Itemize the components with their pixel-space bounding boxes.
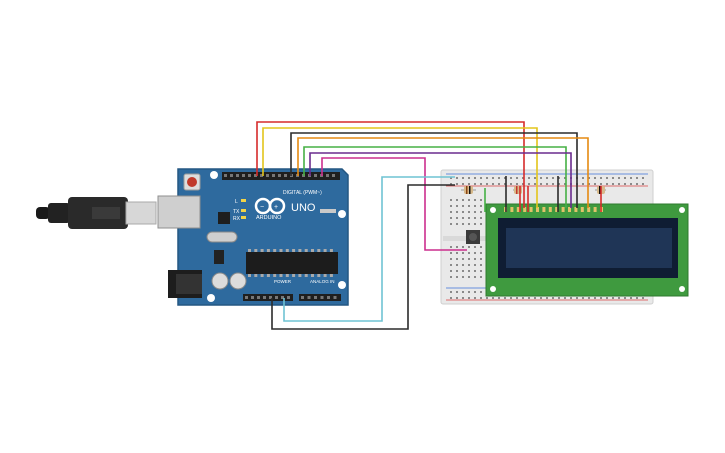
- power-header: [243, 294, 293, 301]
- header-pin: [278, 174, 281, 177]
- header-pin: [301, 296, 304, 299]
- header-pin: [251, 296, 254, 299]
- svg-text:+: +: [274, 204, 278, 211]
- lcd-pin: [529, 207, 533, 212]
- arduino-logo: − + ARDUINO UNO: [254, 197, 316, 221]
- header-pin: [327, 296, 330, 299]
- header-pin: [236, 174, 239, 177]
- header-pin: [257, 296, 260, 299]
- header-pin: [307, 296, 311, 299]
- header-pin: [245, 296, 248, 299]
- lcd-pin: [542, 207, 546, 212]
- led-label-rx: RX: [233, 216, 241, 222]
- header-pin: [272, 174, 275, 177]
- wires: [256, 121, 602, 330]
- lcd-screen: [506, 228, 672, 268]
- header-pin: [263, 296, 266, 299]
- arduino-text: ARDUINO: [256, 215, 282, 221]
- wire-black-gnd: [271, 184, 455, 330]
- lcd-display: [485, 203, 689, 297]
- lcd-pin: [555, 207, 559, 212]
- lcd-pin: [574, 207, 578, 212]
- resistor: [461, 186, 476, 194]
- header-pin: [260, 174, 263, 177]
- lcd-pin: [587, 207, 591, 212]
- usb-port: [157, 195, 201, 229]
- svg-text:−: −: [260, 204, 264, 211]
- lcd-pin: [548, 207, 552, 212]
- header-pin: [248, 174, 251, 177]
- power-jack: [168, 270, 202, 298]
- capacitor: [211, 272, 229, 290]
- lcd-pin: [580, 207, 584, 212]
- header-pin: [287, 296, 290, 299]
- header-pin: [314, 174, 317, 177]
- pushbutton[interactable]: [466, 230, 480, 244]
- uno-label: UNO: [291, 202, 316, 214]
- lcd-pin: [536, 207, 539, 212]
- wire-yellow: [262, 127, 538, 208]
- header-pin: [275, 296, 278, 299]
- analog-header-label: ANALOG IN: [310, 279, 335, 284]
- wire-magenta: [321, 157, 467, 251]
- header-pin: [266, 174, 269, 177]
- analog-header: [299, 294, 341, 301]
- wire-red: [256, 121, 525, 208]
- lcd-pin: [561, 207, 565, 212]
- wire-green: [303, 146, 567, 208]
- lcd-pin: [593, 207, 597, 212]
- lcd-pin: [516, 207, 520, 212]
- header-pin: [230, 174, 233, 177]
- wire-orange: [297, 137, 589, 208]
- header-pin: [242, 174, 245, 177]
- microcontroller-chip: [246, 249, 338, 277]
- usb-cable: [36, 197, 157, 229]
- header-pin: [224, 174, 227, 177]
- led-label-l: L: [235, 199, 238, 205]
- header-pin: [269, 296, 272, 299]
- reset-button[interactable]: [183, 173, 201, 191]
- lcd-pin: [523, 207, 527, 212]
- header-pin: [326, 174, 329, 177]
- wire-cyan: [283, 176, 455, 322]
- led-label-tx: TX: [233, 209, 240, 215]
- header-pin: [284, 174, 287, 177]
- power-header-label: POWER: [274, 279, 292, 284]
- header-pin: [314, 296, 317, 299]
- digital-header-label: DIGITAL (PWM~): [283, 190, 322, 196]
- crystal: [206, 231, 238, 243]
- header-pin: [333, 296, 337, 299]
- wire-black-top: [290, 132, 578, 208]
- capacitor: [229, 272, 247, 290]
- lcd-pin: [568, 207, 571, 212]
- lcd-pin: [510, 207, 514, 212]
- header-pin: [281, 296, 284, 299]
- header-pin: [332, 174, 335, 177]
- header-pin: [320, 296, 324, 299]
- arduino-board: − + ARDUINO UNO L TX RX DIGITAL (PWM~) P…: [157, 168, 349, 306]
- header-pin: [254, 174, 257, 177]
- wire-purple: [309, 152, 572, 208]
